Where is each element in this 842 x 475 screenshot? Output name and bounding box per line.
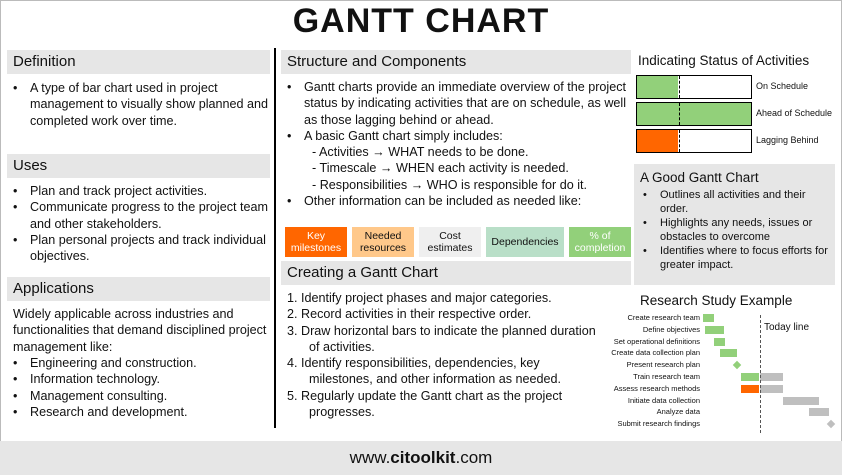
task-label: Create research team <box>627 313 700 322</box>
list-item: Research and development. <box>10 404 270 421</box>
task-label: Set operational definitions <box>613 336 700 346</box>
uses-heading: Uses <box>7 154 270 178</box>
creating-steps: 1. Identify project phases and major cat… <box>287 290 597 420</box>
status-label: On Schedule <box>756 81 809 91</box>
list-item: Other information can be included as nee… <box>284 193 634 210</box>
list-item: Management consulting. <box>10 388 270 405</box>
structure-body: Gantt charts provide an immediate overvi… <box>284 79 634 210</box>
task-label: Analyze data <box>656 407 700 417</box>
tag-needed-resources: Needed resources <box>352 227 414 257</box>
today-marker <box>679 76 680 98</box>
today-line <box>759 315 761 433</box>
good-heading: A Good Gantt Chart <box>640 170 759 185</box>
task-bar-done <box>713 337 726 346</box>
column-divider <box>274 48 276 428</box>
task-bar-done <box>705 325 724 334</box>
list-item: Plan and track project activities. <box>10 183 272 200</box>
list-item: Plan personal projects and track individ… <box>10 232 272 265</box>
sub-item: - Responsibilities → WHO is responsible … <box>312 177 588 192</box>
list-item: Communicate progress to the project team… <box>10 199 272 232</box>
tag-completion: % of completion <box>569 227 631 257</box>
status-bar <box>636 102 752 126</box>
status-fill <box>637 103 751 125</box>
list-item: Identifies where to focus efforts for gr… <box>640 244 835 272</box>
task-bar-remaining <box>783 396 819 405</box>
today-label: Today line <box>764 322 810 333</box>
info-tags: Key milestones Needed resources Cost est… <box>285 227 631 257</box>
definition-heading: Definition <box>7 50 270 74</box>
task-bar-done <box>740 384 760 393</box>
list-item: Information technology. <box>10 371 270 388</box>
applications-heading: Applications <box>7 277 270 301</box>
task-bar-done <box>720 349 738 358</box>
applications-intro: Widely applicable across industries and … <box>13 307 267 354</box>
creating-heading: Creating a Gantt Chart <box>281 261 631 285</box>
task-label: Submit research findings <box>617 419 700 429</box>
task-label: Initiate data collection <box>627 395 700 405</box>
footer-brand: citoolkit <box>390 448 456 467</box>
status-heading: Indicating Status of Activities <box>638 53 810 68</box>
list-item: Gantt charts provide an immediate overvi… <box>284 79 634 128</box>
status-bar <box>636 75 752 99</box>
status-fill <box>637 76 679 98</box>
tag-cost-estimates: Cost estimates <box>419 227 481 257</box>
footer-pre: www. <box>349 448 391 467</box>
step: 5. Regularly update the Gantt chart as t… <box>287 388 563 420</box>
tag-key-milestones: Key milestones <box>285 227 347 257</box>
page-title: GANTT CHART <box>292 2 550 40</box>
structure-heading: Structure and Components <box>281 50 631 74</box>
tag-dependencies: Dependencies <box>486 227 564 257</box>
task-bar-remaining <box>759 373 784 381</box>
task-label: Assess research methods <box>613 383 700 393</box>
footer-post: .com <box>455 448 493 467</box>
status-label: Ahead of Schedule <box>756 108 833 118</box>
task-label: Define objectives <box>642 324 700 334</box>
footer: www.citoolkit.com <box>0 441 842 475</box>
step: 3. Draw horizontal bars to indicate the … <box>287 323 596 354</box>
task-label: Create data collection plan <box>611 348 700 358</box>
sub-item: - Timescale → WHEN each activity is need… <box>312 161 569 176</box>
uses-list: Plan and track project activities. Commu… <box>10 183 272 264</box>
list-item: A basic Gantt chart simply includes: <box>284 128 634 145</box>
good-list: Outlines all activities and their order.… <box>640 188 835 272</box>
today-marker <box>679 103 680 125</box>
list-item: A type of bar chart used in project mana… <box>10 80 270 129</box>
list-item: Outlines all activities and their order. <box>640 188 835 216</box>
task-bar-remaining <box>808 408 830 417</box>
definition-list: A type of bar chart used in project mana… <box>10 80 270 129</box>
gantt-title: Research Study Example <box>640 293 793 308</box>
status-label: Lagging Behind <box>756 135 819 145</box>
applications-list: Engineering and construction. Informatio… <box>10 355 270 420</box>
task-label: Train research team <box>633 372 700 381</box>
step: 2. Record activities in their respective… <box>287 307 532 322</box>
step: 1. Identify project phases and major cat… <box>287 291 552 305</box>
list-item: Highlights any needs, issues or obstacle… <box>640 216 835 244</box>
task-label: Present research plan <box>626 360 700 370</box>
task-bar-remaining <box>759 384 784 393</box>
sub-item: - Activities → WHAT needs to be done. <box>312 145 529 160</box>
task-bar-done <box>740 373 760 381</box>
step: 4. Identify responsibilities, dependenci… <box>287 356 562 387</box>
task-bar-done <box>703 314 714 322</box>
status-bar <box>636 129 752 153</box>
status-fill <box>637 130 679 152</box>
today-marker <box>679 130 680 152</box>
list-item: Engineering and construction. <box>10 355 270 372</box>
